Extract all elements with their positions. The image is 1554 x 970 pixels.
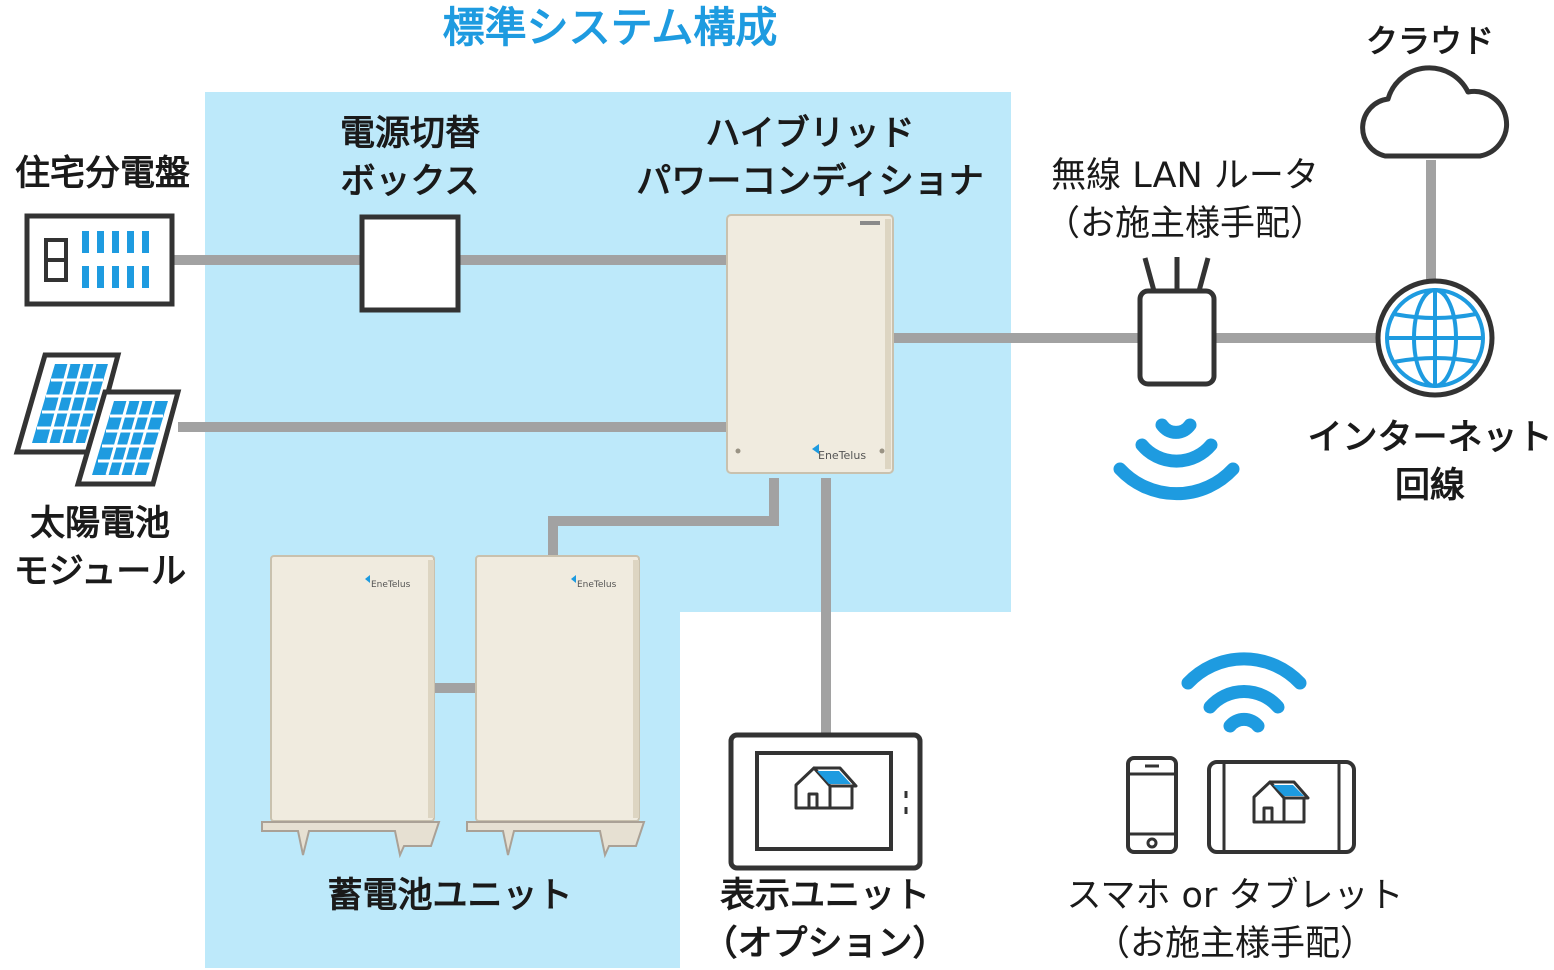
display-unit-icon	[728, 732, 923, 871]
svg-text:EneTelus: EneTelus	[577, 580, 617, 590]
battery-label: 蓄電池ユニット	[327, 876, 573, 916]
smartphone-icon	[1126, 756, 1178, 854]
internet-label: インターネット回線	[1307, 418, 1553, 506]
wifi-signal-icon	[1181, 652, 1307, 733]
solar-label: 太陽電池モジュール	[13, 504, 187, 592]
power-conditioner-label: ハイブリッドパワーコンディショナ	[636, 114, 984, 202]
switch-box-icon	[359, 214, 461, 313]
cloud-icon	[1360, 65, 1510, 159]
wifi-router-icon	[1137, 257, 1217, 387]
distribution-board-icon	[24, 213, 175, 307]
battery-unit-icon: EneTelus	[261, 555, 441, 859]
wifi-signal-icon	[1113, 418, 1240, 501]
distribution-board-label: 住宅分電盤	[14, 154, 190, 194]
power-conditioner-icon: EneTelus	[726, 214, 894, 474]
switch-box-label: 電源切替ボックス	[339, 114, 480, 202]
diagram-title: 標準システム構成	[442, 3, 778, 52]
house-icon	[1252, 780, 1310, 824]
devices-label: スマホ or タブレット（お施主様手配）	[1066, 876, 1404, 964]
svg-text:EneTelus: EneTelus	[371, 580, 411, 590]
globe-icon	[1375, 278, 1495, 398]
solar-panel-icon	[13, 352, 182, 487]
router-label: 無線 LAN ルータ（お施主様手配）	[1044, 156, 1325, 244]
tablet-icon	[1207, 760, 1356, 854]
cloud-label: クラウド	[1365, 22, 1494, 60]
brand-logo: EneTelus	[818, 449, 866, 462]
display-label: 表示ユニット（オプション）	[702, 876, 948, 964]
battery-unit-icon: EneTelus	[466, 555, 646, 859]
